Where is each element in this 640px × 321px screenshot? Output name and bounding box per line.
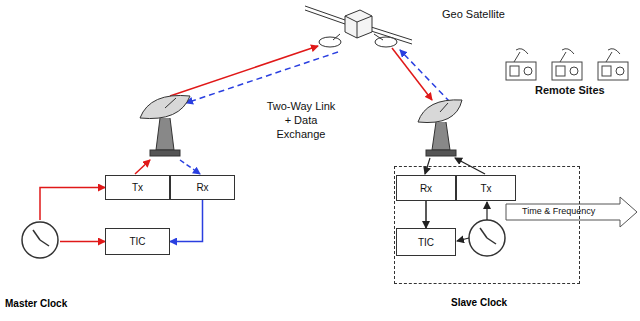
tx-box: Tx <box>105 175 170 200</box>
connector <box>40 188 105 221</box>
master-clock: Master Clock <box>20 220 60 260</box>
rx-box: Rx <box>396 175 456 201</box>
uplink <box>170 46 318 96</box>
satellite <box>305 6 412 47</box>
downlink <box>392 48 432 100</box>
tic-box: TIC <box>396 228 456 256</box>
clock-symbol <box>469 220 505 256</box>
satellite-label: Geo Satellite <box>442 8 505 20</box>
box-label: Tx <box>480 183 491 194</box>
box-label: TIC <box>418 237 434 248</box>
clock-symbol <box>20 220 60 260</box>
clock-line <box>486 202 487 220</box>
box-label: Tx <box>132 182 143 193</box>
tic-box: TIC <box>105 228 170 255</box>
output-label: Time & Frequency <box>522 206 595 216</box>
slave-clock-group: Slave ClockRxTxTIC <box>394 166 580 284</box>
connector <box>425 201 427 228</box>
dish-antenna <box>418 100 462 156</box>
box-label: Rx <box>196 182 208 193</box>
link-label: Two-Way Link + Data Exchange <box>262 100 340 141</box>
dish-antenna <box>140 95 190 156</box>
caption-label: Master Clock <box>5 298 67 309</box>
clock-line <box>457 238 469 241</box>
remote-site-icons <box>506 49 628 80</box>
downlink <box>186 52 338 103</box>
rx-box: Rx <box>170 175 235 200</box>
connector <box>170 200 203 242</box>
connector <box>60 241 105 243</box>
output-arrow <box>506 197 637 227</box>
uplink <box>400 50 450 102</box>
box-label: Rx <box>420 183 432 194</box>
feed-line <box>135 160 150 174</box>
caption-label: Slave Clock <box>451 297 507 308</box>
tx-box: Tx <box>456 175 516 201</box>
site-label: Remote Sites <box>535 84 605 96</box>
feed-line <box>180 160 200 174</box>
box-label: TIC <box>129 236 145 247</box>
